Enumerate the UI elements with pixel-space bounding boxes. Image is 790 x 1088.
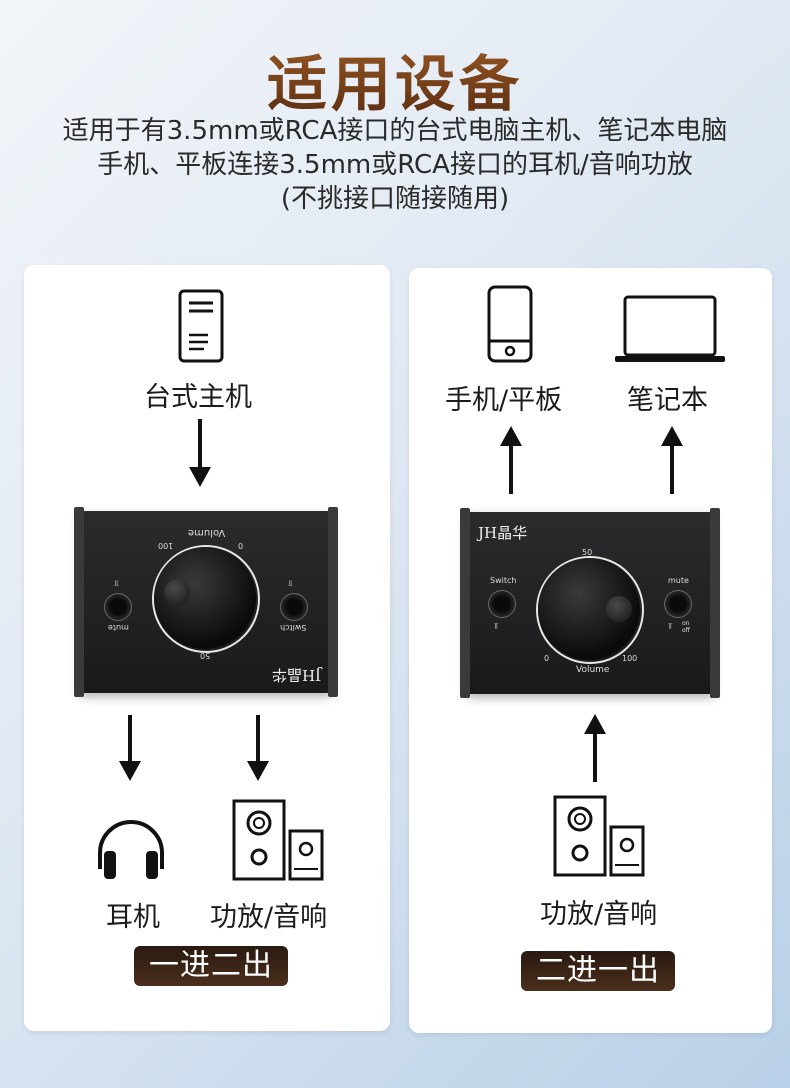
headphones-icon [98, 820, 164, 879]
brand-logo: JH晶华 [478, 524, 528, 542]
subtitle-line-2: 手机、平板连接3.5mm或RCA接口的耳机/音响功放 [97, 150, 693, 180]
scale-100-label: 100 [158, 541, 174, 550]
mute-button[interactable] [104, 593, 132, 621]
subtitle-line-1: 适用于有3.5mm或RCA接口的台式电脑主机、笔记本电脑 [62, 116, 728, 146]
laptop-icon [615, 295, 725, 362]
arrow-up-to-device [584, 714, 606, 782]
arrow-down-to-device [189, 419, 211, 487]
headphones-label: 耳机 [106, 902, 160, 933]
off-label: off [682, 627, 690, 634]
speaker-icon [232, 799, 324, 881]
arrow-down-to-headphones [119, 715, 141, 781]
brand-logo: JH晶华 [272, 666, 322, 684]
scale-0-label: 0 [544, 654, 550, 663]
phone-tablet-label: 手机/平板 [445, 385, 563, 416]
scale-100-label: 100 [622, 654, 638, 663]
mode-badge-one-in-two-out: 一进二出 [134, 946, 288, 986]
amplifier-speaker-label: 功放/音响 [210, 902, 328, 933]
mute-icon: ⫪ [668, 622, 673, 631]
arrow-up-to-laptop [661, 426, 683, 494]
desktop-tower-icon [178, 289, 224, 363]
switch-label: Switch [280, 623, 307, 632]
scale-50-label: 50 [200, 651, 211, 660]
amplifier-speaker-label: 功放/音响 [540, 899, 658, 930]
volume-label: Volume [188, 527, 226, 538]
on-label: on [682, 620, 690, 627]
speaker-icon [553, 795, 645, 877]
desktop-host-label: 台式主机 [144, 382, 252, 413]
switch-icon: ⫪ [288, 578, 293, 587]
scale-50-label: 50 [582, 548, 593, 557]
subtitle-line-3: (不挑接口随接随用) [280, 184, 510, 214]
switch-label: Switch [490, 576, 517, 585]
arrow-up-to-phone [500, 426, 522, 494]
switch-button[interactable] [488, 590, 516, 618]
audio-switcher-device-left: Volume 100 0 50 ⫪ mute ⫪ Switch JH晶华 [74, 507, 338, 697]
scale-0-label: 0 [238, 541, 244, 550]
volume-label: Volume [576, 665, 610, 675]
phone-icon [487, 285, 533, 363]
right-card-two-in-one-out: 手机/平板 笔记本 JH晶华 50 0 100 Volume Switch ⫪ … [409, 268, 772, 1033]
mode-badge-two-in-one-out: 二进一出 [521, 951, 675, 991]
left-card-one-in-two-out: 台式主机 Volume 100 0 50 ⫪ mute ⫪ Switch JH晶… [24, 265, 390, 1031]
audio-switcher-device-right: JH晶华 50 0 100 Volume Switch ⫪ mute ⫪ on … [460, 508, 720, 698]
mute-label: mute [668, 576, 689, 585]
page-title: 适用设备 [0, 36, 790, 123]
laptop-label: 笔记本 [627, 385, 708, 416]
switch-icon: ⫪ [494, 622, 499, 631]
mute-label: mute [108, 623, 129, 632]
arrow-down-to-speaker [247, 715, 269, 781]
mute-button[interactable] [664, 590, 692, 618]
mute-icon: ⫪ [114, 578, 119, 587]
switch-button[interactable] [280, 593, 308, 621]
